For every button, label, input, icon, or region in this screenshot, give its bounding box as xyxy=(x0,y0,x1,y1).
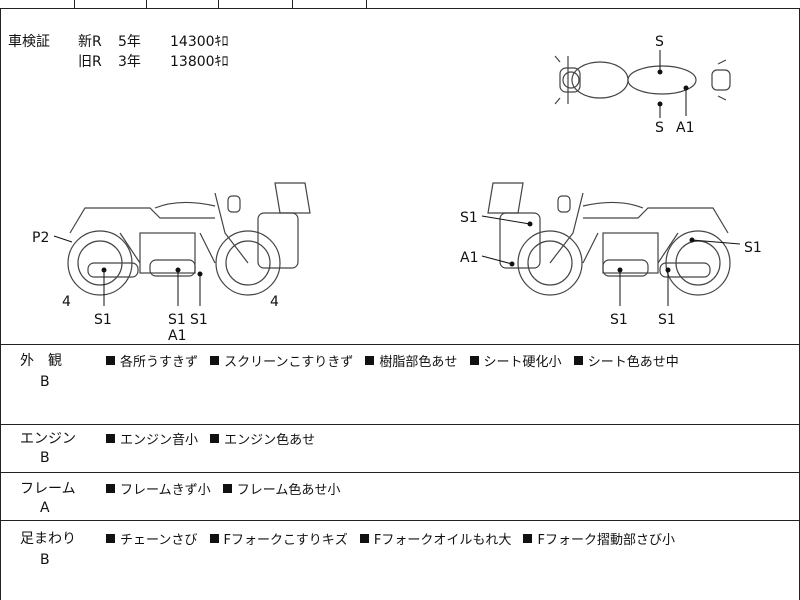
condition-item: スクリーンこすりきず xyxy=(210,355,353,370)
condition-item: チェーンさび xyxy=(106,533,197,548)
section-divider xyxy=(0,472,800,473)
strip-divider xyxy=(218,0,219,8)
right-label-s1: S1 xyxy=(744,240,762,256)
motorcycle-right-view xyxy=(487,182,731,296)
condition-item: Fフォークオイルもれ大 xyxy=(359,533,511,548)
section-items: チェーンさび Fフォークこすりキズ Fフォークオイルもれ大 Fフォーク摺動部さび… xyxy=(106,529,683,548)
left-label-4: 4 xyxy=(62,294,71,310)
top-label-a1: A1 xyxy=(676,120,694,136)
section-title: エンジン xyxy=(20,431,76,447)
section-grade: A xyxy=(40,500,50,516)
bullet-square-icon xyxy=(365,356,375,365)
bullet-square-icon xyxy=(359,534,369,543)
condition-item: フレームきず小 xyxy=(106,483,211,498)
bullet-square-icon xyxy=(106,356,115,365)
section-grade: B xyxy=(40,552,50,568)
top-label-s: S xyxy=(655,120,664,136)
certificate-years: 3年 xyxy=(118,54,141,70)
section-engine: エンジン B エンジン音小 エンジン色あせ xyxy=(0,424,800,472)
section-items: エンジン音小 エンジン色あせ xyxy=(106,429,323,448)
bullet-square-icon xyxy=(573,356,583,365)
top-label-s: S xyxy=(655,34,664,50)
certificate-row: 車検証 新R 5年 14300ｷﾛ xyxy=(8,32,229,52)
bullet-square-icon xyxy=(106,484,115,493)
condition-item: Fフォーク摺動部さび小 xyxy=(523,533,675,548)
strip-divider xyxy=(292,0,293,8)
section-items: フレームきず小 フレーム色あせ小 xyxy=(106,479,348,498)
section-divider xyxy=(0,424,800,425)
condition-item: Fフォークこすりキズ xyxy=(209,533,348,548)
certificate-type: 旧R xyxy=(78,54,102,70)
right-label-s1: S1 xyxy=(460,210,478,226)
certificate-label: 車検証 xyxy=(8,34,50,50)
section-suspension: 足まわり B チェーンさび Fフォークこすりキズ Fフォークオイルもれ大 Fフォ… xyxy=(0,520,800,600)
condition-item: 樹脂部色あせ xyxy=(365,355,457,370)
top-table-strip xyxy=(0,0,800,9)
strip-divider xyxy=(74,0,75,8)
right-label-s1: S1 xyxy=(658,312,676,328)
left-label-p2: P2 xyxy=(32,230,49,246)
section-title: フレーム xyxy=(20,481,76,497)
condition-item: シート硬化小 xyxy=(469,355,562,370)
bullet-square-icon xyxy=(106,434,115,443)
bullet-square-icon xyxy=(209,534,219,543)
motorcycle-top-view xyxy=(554,55,731,105)
certificate-type: 新R xyxy=(78,34,102,50)
bullet-square-icon xyxy=(210,434,220,443)
left-label-a1: A1 xyxy=(168,328,186,344)
section-divider xyxy=(0,520,800,521)
damage-diagram: S S A1 P2 4 4 S1 S1 S1 A1 S1 A1 S1 S1 S1 xyxy=(32,34,762,344)
left-label-4: 4 xyxy=(270,294,279,310)
strip-divider xyxy=(366,0,367,8)
section-exterior: 外 観 B 各所うすきず スクリーンこすりきず 樹脂部色あせ シート硬化小 シー… xyxy=(0,344,800,424)
section-title: 足まわり xyxy=(20,531,76,547)
bullet-square-icon xyxy=(210,356,220,365)
condition-item: エンジン音小 xyxy=(106,433,198,448)
bullet-square-icon xyxy=(469,356,479,365)
bullet-square-icon xyxy=(523,534,533,543)
section-divider xyxy=(0,344,800,345)
condition-item: 各所うすきず xyxy=(106,355,198,370)
certificate-years: 5年 xyxy=(118,34,141,50)
certificate-price: 13800ｷﾛ xyxy=(170,54,229,70)
section-title: 外 観 xyxy=(20,353,62,369)
motorcycle-left-view xyxy=(67,182,311,296)
marker-dots xyxy=(101,69,695,277)
certificate-row: 旧R 3年 13800ｷﾛ xyxy=(8,52,229,72)
section-grade: B xyxy=(40,374,50,390)
bullet-square-icon xyxy=(106,534,115,543)
right-label-a1: A1 xyxy=(460,250,478,266)
left-label-s1: S1 xyxy=(94,312,112,328)
section-grade: B xyxy=(40,450,50,466)
leader-lines xyxy=(53,50,741,306)
right-label-s1: S1 xyxy=(610,312,628,328)
certificate-price: 14300ｷﾛ xyxy=(170,34,229,50)
condition-item: エンジン色あせ xyxy=(210,433,315,448)
condition-item: フレーム色あせ小 xyxy=(222,483,340,498)
bullet-square-icon xyxy=(222,484,232,493)
section-items: 各所うすきず スクリーンこすりきず 樹脂部色あせ シート硬化小 シート色あせ中 xyxy=(106,351,687,370)
vehicle-certificate: 車検証 新R 5年 14300ｷﾛ 旧R 3年 13800ｷﾛ xyxy=(8,32,229,72)
condition-item: シート色あせ中 xyxy=(573,355,679,370)
left-label-s1: S1 xyxy=(190,312,208,328)
strip-divider xyxy=(146,0,147,8)
section-frame: フレーム A フレームきず小 フレーム色あせ小 xyxy=(0,472,800,520)
left-label-s1: S1 xyxy=(168,312,186,328)
